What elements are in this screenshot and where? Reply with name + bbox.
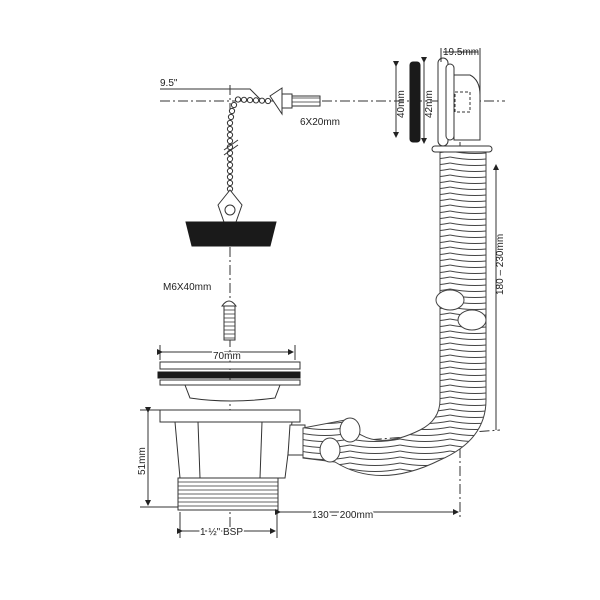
overflow-diameter-label: 42mm [424,90,435,118]
seal-diameter-label: 40mm [396,90,407,118]
chain-bead [226,131,234,139]
chain-bead [226,125,234,133]
chain-bead [226,167,234,175]
thread-label: 1 ½" BSP [200,527,243,538]
chain-bead [226,173,234,181]
chain-anchor-screw [269,87,321,116]
overflow-screw-label: 6X20mm [300,117,340,128]
thread-dimension [177,512,278,538]
strainer-flange [157,361,301,402]
chain-bead [264,97,272,105]
plug-stopper [185,189,277,247]
overflow-unit [393,48,493,153]
waste-body [159,409,306,511]
chain-bead [252,97,260,104]
chain-bead [226,161,234,169]
hose-reach-label: 130 – 200mm [312,510,373,521]
flange-diameter-label: 70mm [213,351,241,362]
body-height-dimension [140,407,178,508]
chain-length-label: 9.5" [160,78,178,89]
chain-bead [234,96,242,103]
flexible-hose [302,149,487,476]
overflow-depth-label: 19.5mm [443,47,479,58]
chain-bead [226,119,234,127]
chain-bead [227,113,235,121]
chain [160,88,272,199]
chain-bead [226,137,234,145]
chain-bead [228,107,236,115]
chain-bead [246,97,254,104]
plug-screw-label: M6X40mm [163,282,211,293]
hose-height-label: 180 – 230mm [495,234,506,295]
body-height-label: 51mm [137,447,148,475]
plug-screw [221,300,237,341]
chain-bead [240,96,248,103]
chain-bead [258,97,266,104]
chain-bead [226,179,234,187]
chain-bead [226,155,234,163]
flange-dimension [157,345,296,360]
chain-bead [230,101,238,109]
